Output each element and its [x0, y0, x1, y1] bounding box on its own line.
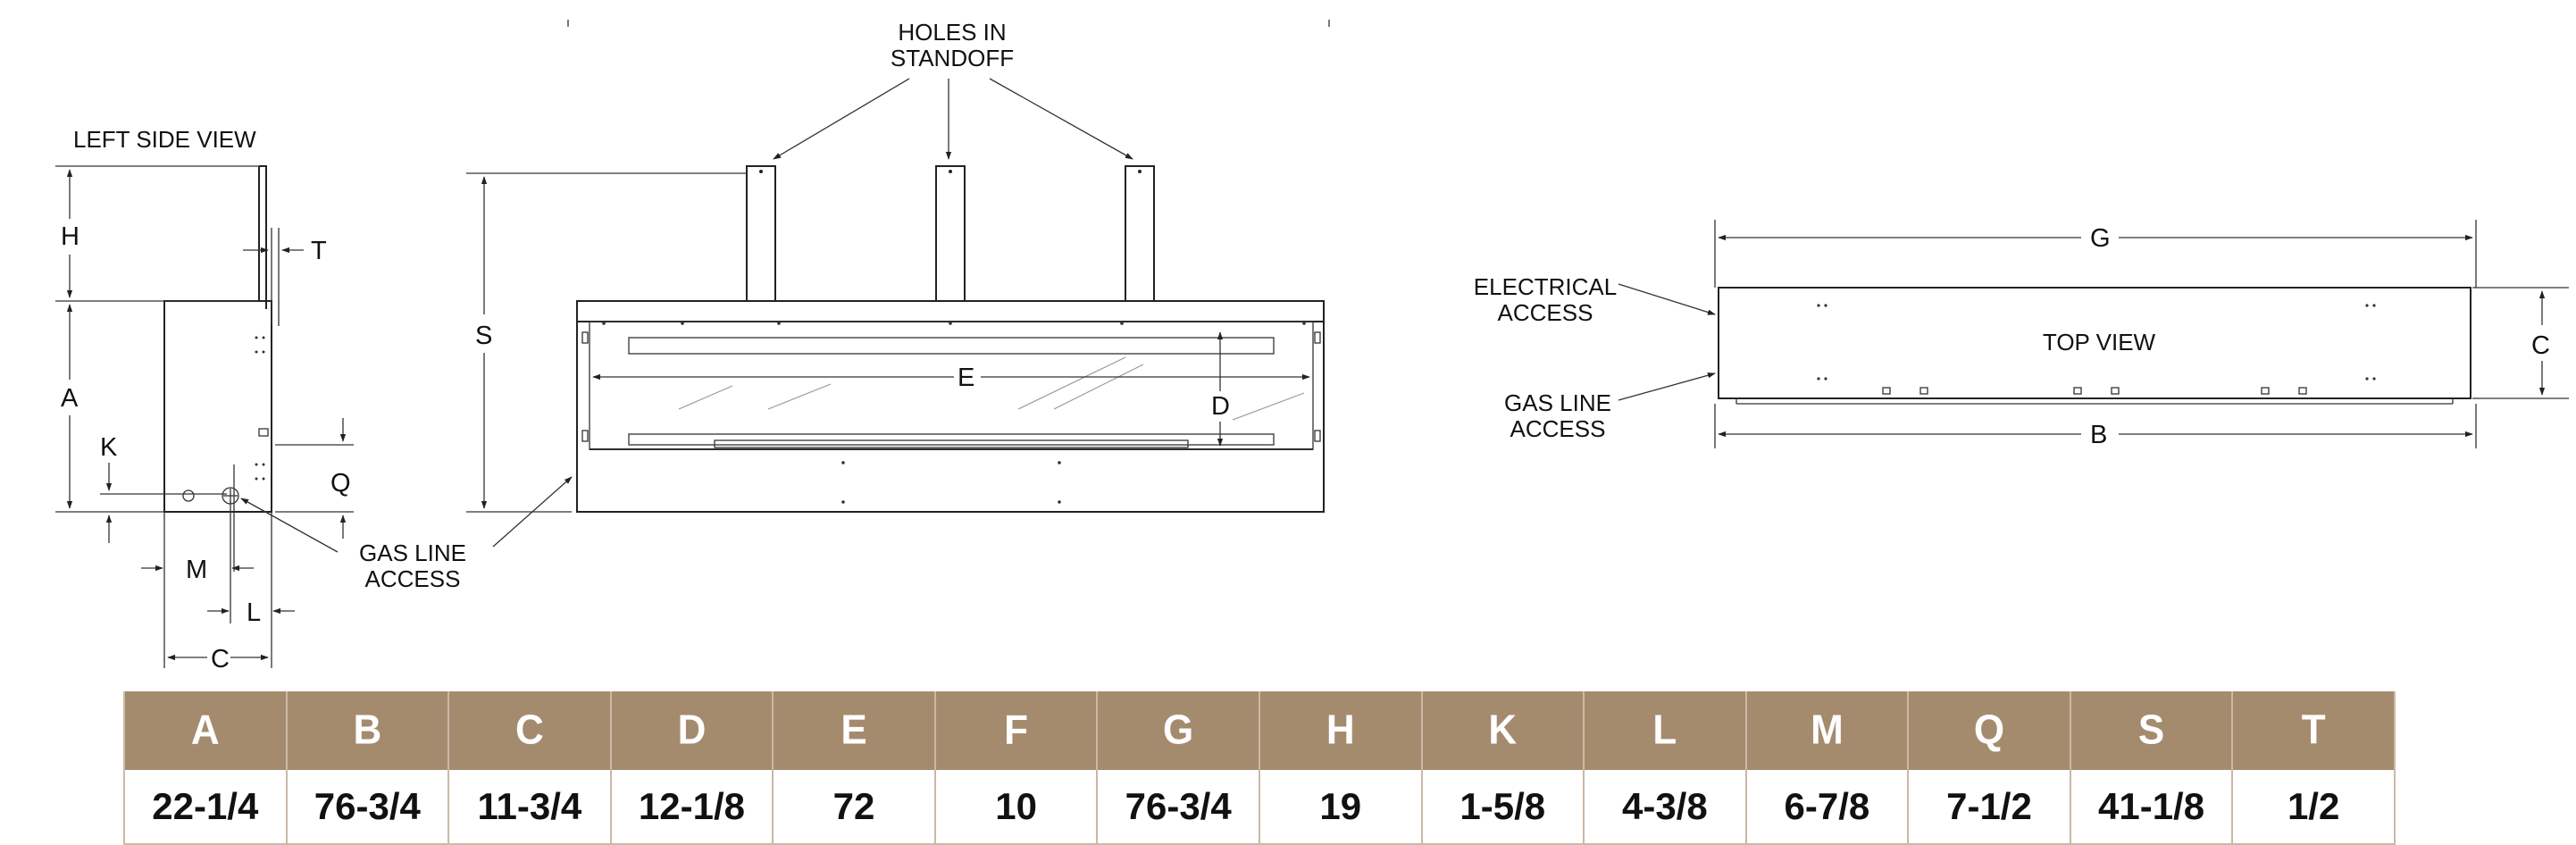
table-header-cell: G — [1096, 689, 1260, 773]
table-header-cell: K — [1420, 689, 1585, 773]
left-view-flange — [271, 228, 280, 326]
table-row: 22-1/4 76-3/4 11-3/4 12-1/8 72 10 76-3/4… — [123, 768, 2396, 845]
table-header-cell: B — [285, 689, 450, 773]
table-header-row: A B C D E F G H K L M Q S T — [123, 689, 2396, 773]
left-view-standoff — [258, 165, 267, 309]
dim-label-q: Q — [330, 469, 351, 498]
dim-label-a: A — [61, 384, 79, 413]
table-cell: 7-1/2 — [1907, 768, 2071, 845]
table-header-cell: A — [123, 689, 288, 773]
left-side-view-title: LEFT SIDE VIEW — [73, 126, 256, 153]
table-header-cell: D — [609, 689, 774, 773]
table-cell: 22-1/4 — [123, 768, 288, 845]
holes-label-line1: HOLES IN — [898, 19, 1006, 46]
table-cell: 6-7/8 — [1744, 768, 1910, 845]
dimension-table: A B C D E F G H K L M Q S T 22-1/4 76-3/… — [123, 689, 2396, 845]
top-view-body — [1718, 287, 2471, 399]
left-side-view: LEFT SIDE VIEW H A K — [55, 126, 354, 673]
table-cell: 19 — [1258, 768, 1423, 845]
table-cell: 76-3/4 — [1096, 768, 1260, 845]
table-header-cell: E — [772, 689, 936, 773]
table-cell: 11-3/4 — [447, 768, 612, 845]
table-header-cell: H — [1258, 689, 1423, 773]
fireplace-dimension-drawing: LEFT SIDE VIEW H A K — [55, 19, 2569, 673]
electrical-access-label-line1: ELECTRICAL — [1474, 273, 1617, 300]
dim-label-k: K — [100, 433, 118, 462]
table-header-cell: C — [447, 689, 612, 773]
standoff-right — [1125, 165, 1155, 302]
table-header-cell: T — [2231, 689, 2396, 773]
top-gas-line-label-line1: GAS LINE — [1504, 389, 1611, 416]
dim-label-m: M — [186, 556, 207, 584]
table-cell: 1-5/8 — [1420, 768, 1585, 845]
dim-label-h: H — [61, 222, 79, 251]
table-cell: 72 — [772, 768, 936, 845]
dim-label-b: B — [2090, 421, 2107, 449]
dim-label-l: L — [247, 598, 261, 627]
dim-label-d: D — [1211, 392, 1230, 421]
front-gas-line-label-line2: ACCESS — [365, 565, 461, 592]
dim-label-g: G — [2090, 224, 2111, 253]
table-header-cell: S — [2069, 689, 2234, 773]
dim-label-e: E — [958, 364, 974, 392]
front-view: HOLES IN STANDOFF S — [359, 19, 1330, 592]
dim-label-t: T — [311, 237, 327, 265]
table-cell: 10 — [933, 768, 1099, 845]
top-gas-line-label-line2: ACCESS — [1510, 415, 1606, 442]
viewing-glass-frame — [589, 321, 1314, 450]
dim-label-c-top: C — [2531, 331, 2550, 360]
table-cell: 76-3/4 — [285, 768, 450, 845]
table-cell: 12-1/8 — [609, 768, 774, 845]
standoff-left — [746, 165, 776, 302]
holes-label-line2: STANDOFF — [891, 45, 1014, 71]
front-view-body — [576, 300, 1325, 513]
top-view-title: TOP VIEW — [2043, 329, 2156, 356]
table-header-cell: M — [1744, 689, 1910, 773]
standoff-center — [935, 165, 966, 302]
table-cell: 41-1/8 — [2069, 768, 2234, 845]
left-view-body — [163, 300, 272, 513]
table-header-cell: L — [1583, 689, 1747, 773]
table-cell: 4-3/8 — [1583, 768, 1747, 845]
table-header-cell: F — [933, 689, 1099, 773]
top-view: TOP VIEW G B C ELECTRICAL ACCESS GAS LIN… — [1474, 220, 2569, 449]
dim-label-c-left: C — [211, 645, 230, 673]
table-header-cell: Q — [1907, 689, 2071, 773]
dim-label-s: S — [475, 322, 492, 350]
electrical-access-label-line2: ACCESS — [1498, 299, 1593, 326]
front-gas-line-label-line1: GAS LINE — [359, 540, 466, 566]
table-cell: 1/2 — [2231, 768, 2396, 845]
